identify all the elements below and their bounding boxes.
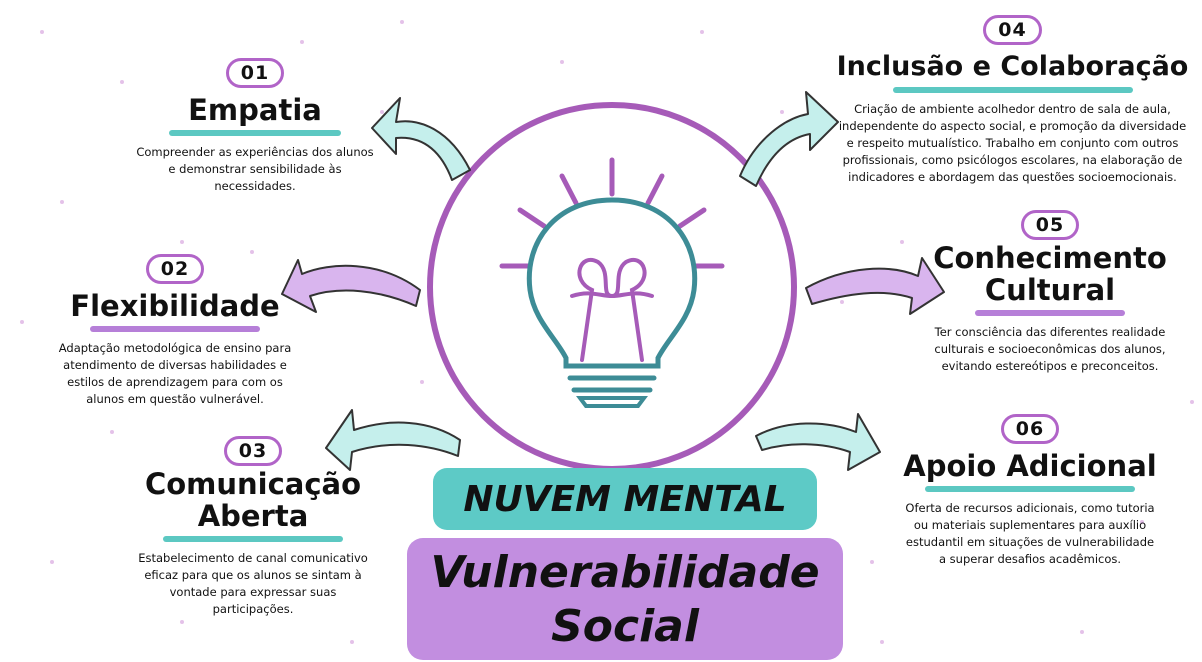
item-title-line1: Comunicação <box>144 467 362 501</box>
item-title: Empatia <box>188 93 322 127</box>
subtitle-line1: Vulnerabilidade <box>430 547 820 598</box>
underline-bar <box>169 130 341 136</box>
item-conhecimento-cultural: 05 Conhecimento Cultural Ter consciência… <box>920 210 1180 375</box>
item-description: Estabelecimento de canal comunicativo ef… <box>138 551 368 616</box>
item-description: Criação de ambiente acolhedor dentro de … <box>838 102 1187 184</box>
item-inclusao-colaboracao: 04 Inclusão e Colaboração Criação de amb… <box>830 15 1195 186</box>
subtitle-line2: Social <box>551 601 699 652</box>
item-comunicacao-aberta: 03 Comunicação Aberta Estabelecimento de… <box>128 436 378 618</box>
item-flexibilidade: 02 Flexibilidade Adaptação metodológica … <box>40 254 310 408</box>
item-title-line2: Cultural <box>984 273 1116 307</box>
lightbulb-icon <box>499 157 725 408</box>
underline-bar <box>892 87 1133 93</box>
item-number: 05 <box>1020 210 1080 240</box>
title-banner: NUVEM MENTAL <box>433 468 817 530</box>
underline-bar <box>975 310 1125 316</box>
item-title: Flexibilidade <box>70 289 280 323</box>
item-description: Ter consciência das diferentes realidade… <box>934 325 1166 373</box>
item-number: 03 <box>223 436 283 466</box>
item-description: Adaptação metodológica de ensino para at… <box>58 341 292 406</box>
item-apoio-adicional: 06 Apoio Adicional Oferta de recursos ad… <box>900 414 1160 568</box>
underline-bar <box>90 326 260 332</box>
underline-bar <box>925 486 1135 492</box>
item-title-line2: Aberta <box>197 499 309 533</box>
item-number: 02 <box>145 254 205 284</box>
curved-arrow-icon <box>281 91 945 471</box>
item-description: Compreender as experiências dos alunos e… <box>136 145 374 193</box>
item-title: Inclusão e Colaboração <box>836 51 1189 82</box>
item-number: 06 <box>1000 414 1060 444</box>
item-description: Oferta de recursos adicionais, como tuto… <box>905 501 1155 566</box>
subtitle-banner: Vulnerabilidade Social <box>407 538 843 660</box>
item-title-line1: Conhecimento <box>933 241 1167 275</box>
item-number: 01 <box>225 58 285 88</box>
underline-bar <box>163 536 343 542</box>
main-title: NUVEM MENTAL <box>463 478 787 520</box>
item-empatia: 01 Empatia Compreender as experiências d… <box>120 58 390 195</box>
item-number: 04 <box>983 15 1042 45</box>
item-title: Apoio Adicional <box>903 449 1157 483</box>
